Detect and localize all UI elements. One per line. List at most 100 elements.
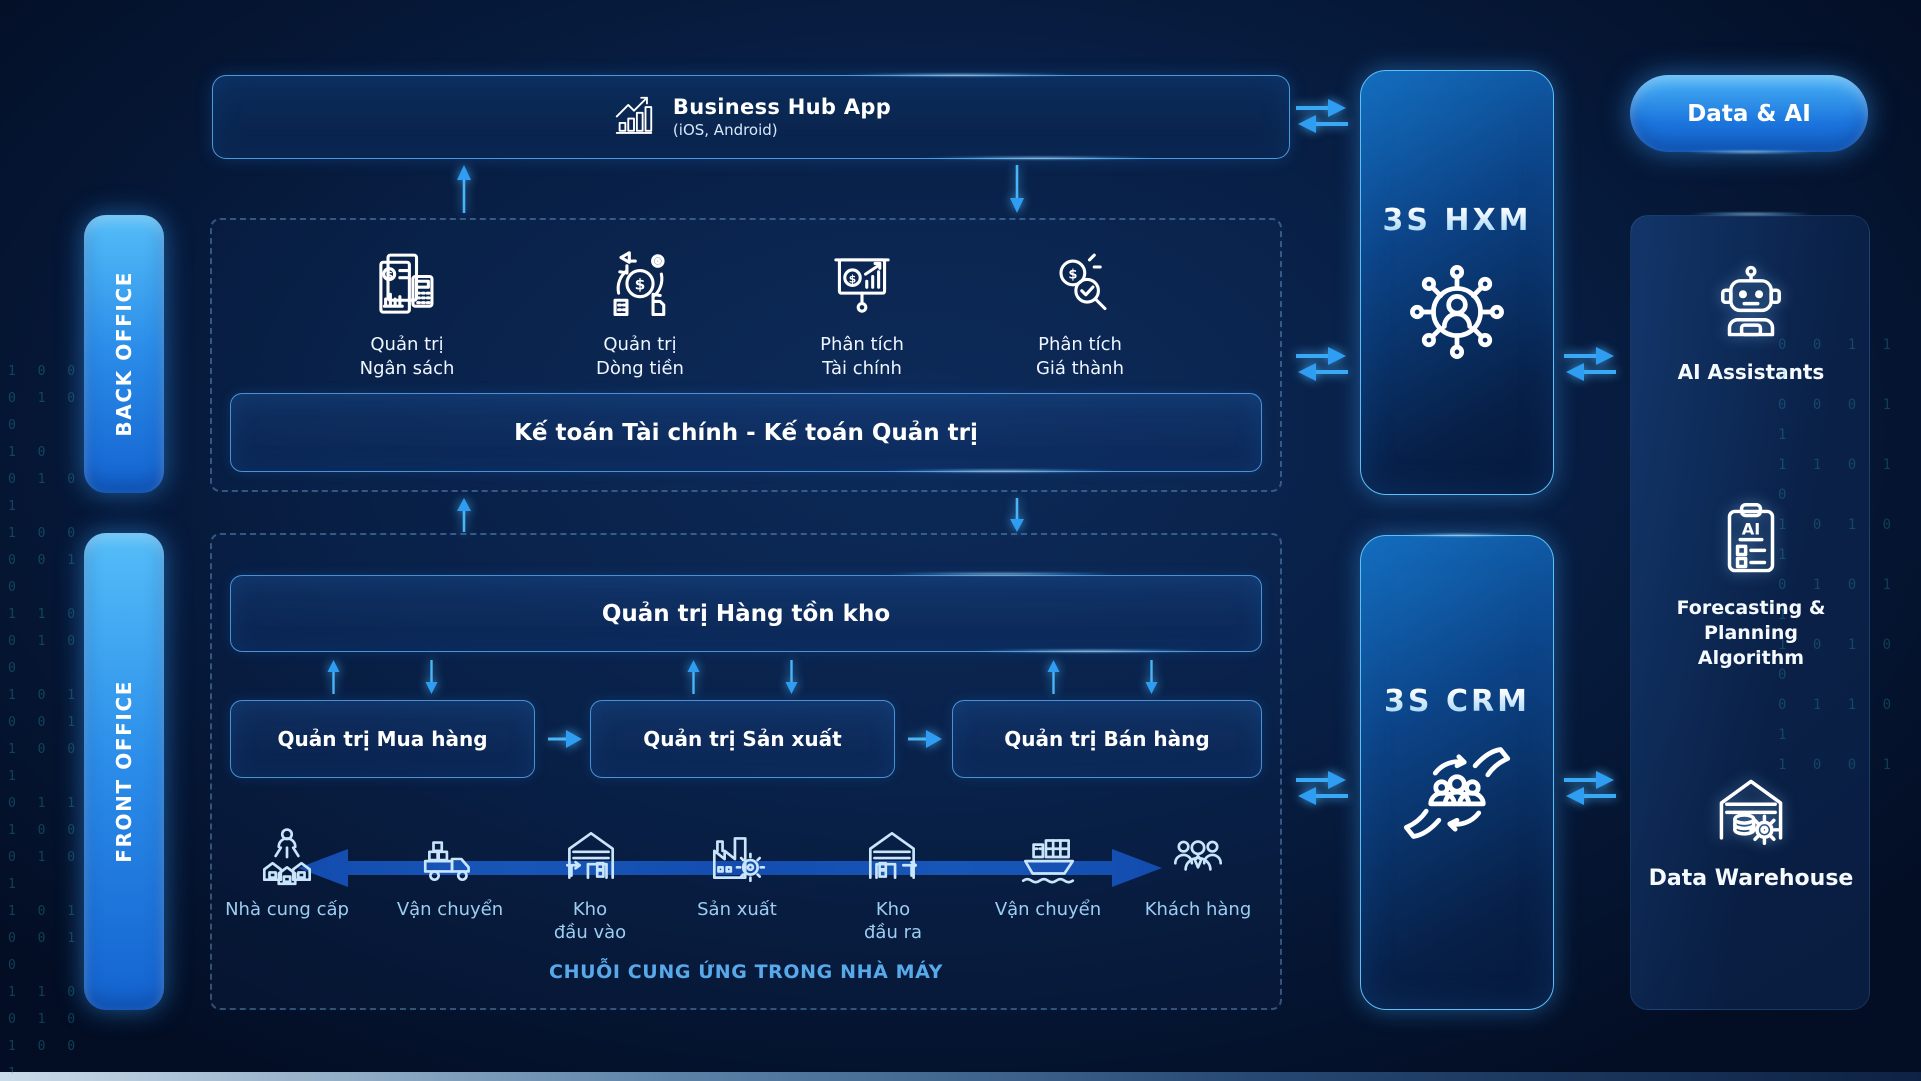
front-office-label: FRONT OFFICE xyxy=(112,680,136,863)
step-label: Nhà cung cấp xyxy=(225,899,349,920)
module-label-line2: Ngân sách xyxy=(359,358,455,380)
step-label: Khách hàng xyxy=(1144,899,1252,920)
svg-text:$: $ xyxy=(1068,267,1077,282)
crm-panel: 3S CRM xyxy=(1360,535,1554,1010)
double-arrow xyxy=(1562,768,1618,808)
production-box: Quản trị Sản xuất xyxy=(590,700,895,778)
svg-text:$: $ xyxy=(635,276,646,294)
inventory-bar: Quản trị Hàng tồn kho xyxy=(230,575,1262,652)
module-budget: $ Quản trị Ngân sách xyxy=(312,240,502,381)
production-label: Quản trị Sản xuất xyxy=(643,727,842,751)
supply-chain-caption: CHUỖI CUNG ỨNG TRONG NHÀ MÁY xyxy=(549,961,943,983)
binary-pattern-left: 1 0 0 0 1 0 0 1 0 0 1 0 1 1 0 0 0 0 1 0 … xyxy=(8,364,83,1074)
right-arrow xyxy=(906,727,944,751)
step-label: Kho xyxy=(875,899,911,920)
forecasting-item: AI Forecasting & Planning Algorithm xyxy=(1631,498,1871,671)
module-cashflow: $ Quản trị Dòng tiền xyxy=(545,240,735,381)
step-customers: Khách hàng xyxy=(1122,818,1274,921)
svg-text:AI: AI xyxy=(1742,519,1760,538)
budget-icon: $ xyxy=(312,240,502,324)
module-label-line2: Tài chính xyxy=(822,358,902,380)
app-subtitle: (iOS, Android) xyxy=(672,121,778,139)
module-label-line2: Dòng tiền xyxy=(596,358,684,380)
sales-box: Quản trị Bán hàng xyxy=(952,700,1262,778)
data-warehouse-label: Data Warehouse xyxy=(1648,866,1854,891)
down-arrow xyxy=(424,658,439,696)
ship-icon xyxy=(972,818,1124,890)
warehouse-out-icon xyxy=(817,818,969,890)
svg-text:$: $ xyxy=(385,268,392,281)
back-office-pill: BACK OFFICE xyxy=(84,215,164,493)
financial-analysis-icon: $ xyxy=(767,240,957,324)
step-label: Sản xuất xyxy=(697,899,777,920)
up-arrow xyxy=(1046,658,1061,696)
hxm-panel: 3S HXM xyxy=(1360,70,1554,495)
bottom-glow-strip xyxy=(0,1072,1921,1081)
ai-assistants-item: AI Assistants xyxy=(1631,262,1871,384)
step-transport-ship: Vận chuyển xyxy=(972,818,1124,921)
double-arrow xyxy=(1294,96,1350,136)
accounting-bar-label: Kế toán Tài chính - Kế toán Quản trị xyxy=(514,419,978,446)
ai-assistants-label: AI Assistants xyxy=(1677,360,1825,384)
step-supplier: Nhà cung cấp xyxy=(211,818,363,921)
data-ai-pill: Data & AI xyxy=(1630,75,1868,152)
step-production: Sản xuất xyxy=(661,818,813,921)
module-label-line1: Quản trị xyxy=(603,334,677,355)
forecasting-label: Forecasting & Planning Algorithm xyxy=(1676,597,1826,670)
people-network-icon xyxy=(1399,254,1515,374)
step-label: Kho xyxy=(572,899,608,920)
growth-chart-icon xyxy=(611,92,657,142)
data-ai-label: Data & AI xyxy=(1687,100,1811,127)
customers-icon xyxy=(1122,818,1274,890)
cost-analysis-icon: $ xyxy=(985,240,1175,324)
right-arrow xyxy=(546,727,584,751)
robot-icon xyxy=(1631,262,1871,352)
data-warehouse-item: Data Warehouse xyxy=(1631,768,1871,891)
double-arrow xyxy=(1294,768,1350,808)
ai-clipboard-icon: AI xyxy=(1631,498,1871,588)
purchasing-box: Quản trị Mua hàng xyxy=(230,700,535,778)
data-ai-panel: AI Assistants AI Forecasting & Planning … xyxy=(1630,215,1870,1010)
module-label-line1: Phân tích xyxy=(1038,334,1122,355)
data-warehouse-icon xyxy=(1631,768,1871,858)
step-label: Vận chuyển xyxy=(994,899,1102,920)
purchasing-label: Quản trị Mua hàng xyxy=(277,727,488,751)
module-financial-analysis: $ Phân tích Tài chính xyxy=(767,240,957,381)
module-cost-analysis: $ Phân tích Giá thành xyxy=(985,240,1175,381)
double-arrow xyxy=(1294,344,1350,384)
business-hub-app-box: Business Hub App (iOS, Android) xyxy=(212,75,1290,159)
factory-icon xyxy=(661,818,813,890)
hands-customers-icon xyxy=(1399,735,1515,855)
down-arrow xyxy=(1008,496,1026,534)
supplier-icon xyxy=(211,818,363,890)
app-title: Business Hub App xyxy=(672,95,892,119)
step-warehouse-out: Kho đầu ra xyxy=(817,818,969,945)
up-arrow xyxy=(686,658,701,696)
module-label-line2: Giá thành xyxy=(1035,358,1124,380)
down-arrow xyxy=(784,658,799,696)
step-label2: đầu ra xyxy=(863,922,923,944)
module-label-line1: Phân tích xyxy=(820,334,904,355)
up-arrow xyxy=(455,163,473,215)
step-warehouse-in: Kho đầu vào xyxy=(514,818,666,945)
inventory-bar-label: Quản trị Hàng tồn kho xyxy=(601,600,891,627)
up-arrow xyxy=(455,496,473,534)
up-arrow xyxy=(326,658,341,696)
module-label-line1: Quản trị xyxy=(370,334,444,355)
sales-label: Quản trị Bán hàng xyxy=(1004,727,1210,751)
down-arrow xyxy=(1008,163,1026,215)
cashflow-icon: $ xyxy=(545,240,735,324)
hxm-title: 3S HXM xyxy=(1382,203,1532,238)
back-office-label: BACK OFFICE xyxy=(112,271,136,437)
accounting-bar: Kế toán Tài chính - Kế toán Quản trị xyxy=(230,393,1262,472)
double-arrow xyxy=(1562,344,1618,384)
front-office-pill: FRONT OFFICE xyxy=(84,533,164,1010)
step-label: Vận chuyển xyxy=(396,899,504,920)
step-label2: đầu vào xyxy=(553,922,627,944)
step-transport-truck: Vận chuyển xyxy=(374,818,526,921)
svg-text:$: $ xyxy=(849,272,856,285)
down-arrow xyxy=(1144,658,1159,696)
crm-title: 3S CRM xyxy=(1384,684,1530,719)
warehouse-in-icon xyxy=(514,818,666,890)
